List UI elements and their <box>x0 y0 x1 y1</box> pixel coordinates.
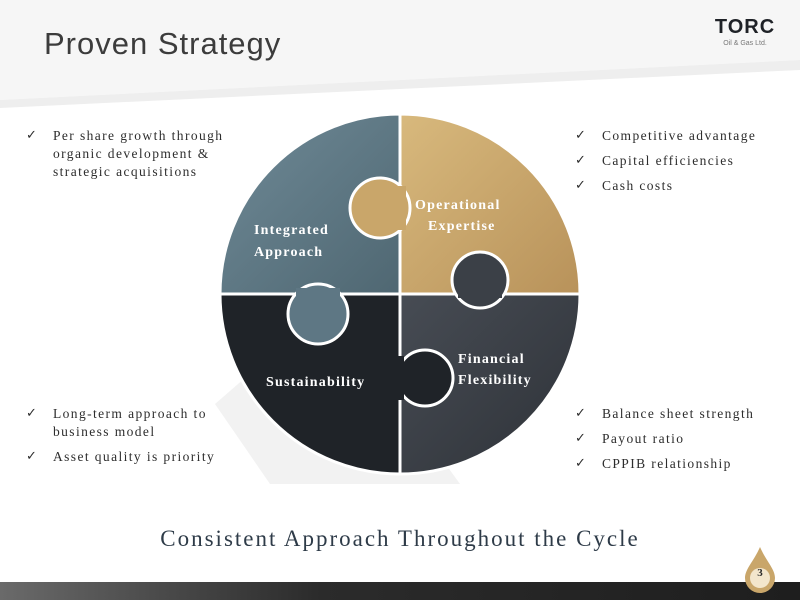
page-number: 3 <box>757 567 763 579</box>
tagline: Consistent Approach Throughout the Cycle <box>160 526 640 551</box>
check-icon: ✓ <box>575 431 588 446</box>
knob-dark <box>395 348 455 408</box>
company-logo: TORC Oil & Gas Ltd. <box>712 16 778 56</box>
check-icon: ✓ <box>575 128 588 143</box>
check-icon: ✓ <box>26 128 39 143</box>
check-icon: ✓ <box>575 456 588 471</box>
top-right-bullets: ✓Competitive advantage ✓Capital efficien… <box>575 127 795 202</box>
knob-slate <box>286 282 350 346</box>
knob-gold <box>348 176 412 240</box>
check-icon: ✓ <box>26 406 39 421</box>
piece-financial-flexibility <box>398 292 582 476</box>
check-icon: ✓ <box>575 178 588 193</box>
check-icon: ✓ <box>575 153 588 168</box>
footer-bar <box>0 582 800 600</box>
label-financial-1: Financial <box>458 352 525 367</box>
list-item: ✓Long-term approach to business model <box>26 406 207 439</box>
piece-integrated-approach <box>218 112 402 296</box>
list-item: ✓Cash costs <box>575 178 674 193</box>
list-item: ✓Per share growth through organic develo… <box>26 128 224 179</box>
header-swoosh <box>0 0 800 108</box>
list-item: ✓Asset quality is priority <box>26 449 216 464</box>
page-title: Proven Strategy <box>44 26 282 61</box>
list-item: ✓Capital efficiencies <box>575 153 735 168</box>
list-item: ✓CPPIB relationship <box>575 456 732 471</box>
piece-sustainability <box>218 292 402 476</box>
bottom-left-bullets: ✓Long-term approach to business model ✓A… <box>26 405 236 473</box>
label-operational-1: Operational <box>415 198 501 213</box>
check-icon: ✓ <box>26 449 39 464</box>
list-item: ✓Payout ratio <box>575 431 685 446</box>
label-integrated-2: Approach <box>254 245 323 260</box>
logo-name: TORC <box>714 16 776 38</box>
list-item: ✓Balance sheet strength <box>575 406 755 421</box>
piece-operational-expertise <box>398 112 582 296</box>
strategy-puzzle: Integrated Approach Operational Expertis… <box>215 112 582 484</box>
list-item: ✓Competitive advantage <box>575 128 757 143</box>
label-financial-2: Flexibility <box>458 373 532 388</box>
top-left-bullets: ✓Per share growth through organic develo… <box>26 127 226 188</box>
knob-charcoal <box>450 250 510 310</box>
logo-subtitle: Oil & Gas Ltd. <box>723 40 767 47</box>
label-operational-2: Expertise <box>428 219 496 234</box>
label-integrated-1: Integrated <box>254 223 329 238</box>
check-icon: ✓ <box>575 406 588 421</box>
bottom-right-bullets: ✓Balance sheet strength ✓Payout ratio ✓C… <box>575 405 795 480</box>
label-sustainability: Sustainability <box>266 375 365 390</box>
drop-badge-icon <box>745 547 775 593</box>
